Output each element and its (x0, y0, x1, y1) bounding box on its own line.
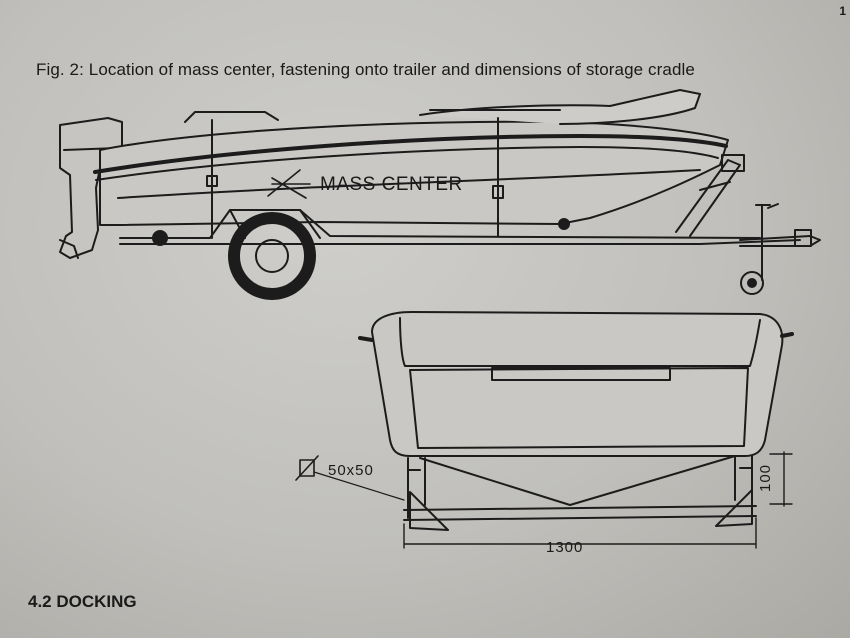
storage-cradle-illustration (295, 311, 794, 549)
page-number: 1 (839, 4, 846, 18)
boat-on-trailer-illustration (59, 89, 821, 300)
cradle-profile-label: 50x50 (328, 462, 374, 479)
figure-caption: Fig. 2: Location of mass center, fasteni… (36, 60, 695, 79)
mass-center-label: MASS CENTER (320, 174, 463, 195)
cradle-height-label: 100 (757, 464, 774, 492)
cradle-width-label: 1300 (546, 539, 583, 556)
section-heading: 4.2 DOCKING (28, 592, 137, 611)
